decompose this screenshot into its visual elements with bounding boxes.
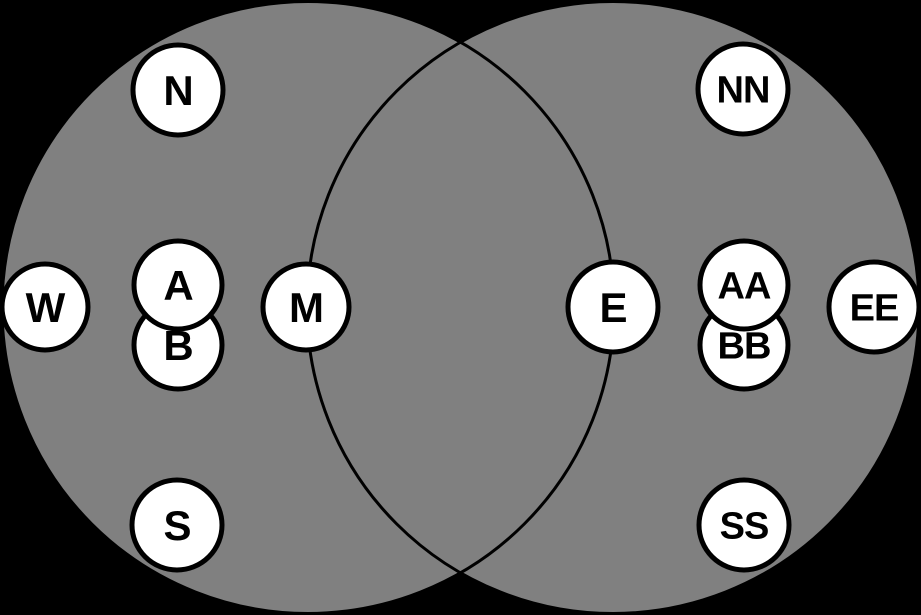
node-label-BB: BB — [718, 326, 771, 368]
node-label-NN: NN — [717, 70, 770, 112]
node-E: E — [565, 259, 661, 355]
node-circle-S — [129, 477, 225, 573]
node-circle-M — [260, 261, 352, 353]
node-label-E: E — [599, 284, 626, 331]
node-W: W — [0, 261, 91, 353]
node-label-N: N — [163, 67, 192, 114]
node-M: M — [260, 261, 352, 353]
node-NN: NN — [695, 41, 791, 137]
node-circle-A — [131, 238, 225, 332]
node-N: N — [130, 42, 226, 138]
node-label-AA: AA — [718, 266, 771, 308]
node-A: A — [131, 238, 225, 332]
node-circle-W — [0, 261, 91, 353]
node-circle-EE — [826, 259, 921, 355]
node-circle-NN — [695, 41, 791, 137]
node-EE: EE — [826, 259, 921, 355]
node-circle-N — [130, 42, 226, 138]
node-label-EE: EE — [850, 288, 899, 330]
node-circle-AA — [697, 238, 791, 332]
node-circle-SS — [696, 477, 792, 573]
node-label-S: S — [163, 502, 190, 549]
node-AA: AA — [697, 238, 791, 332]
node-SS: SS — [696, 477, 792, 573]
node-label-A: A — [163, 262, 193, 309]
node-label-SS: SS — [720, 506, 769, 548]
node-S: S — [129, 477, 225, 573]
node-label-W: W — [26, 284, 66, 331]
node-label-M: M — [289, 284, 323, 331]
node-circle-E — [565, 259, 661, 355]
